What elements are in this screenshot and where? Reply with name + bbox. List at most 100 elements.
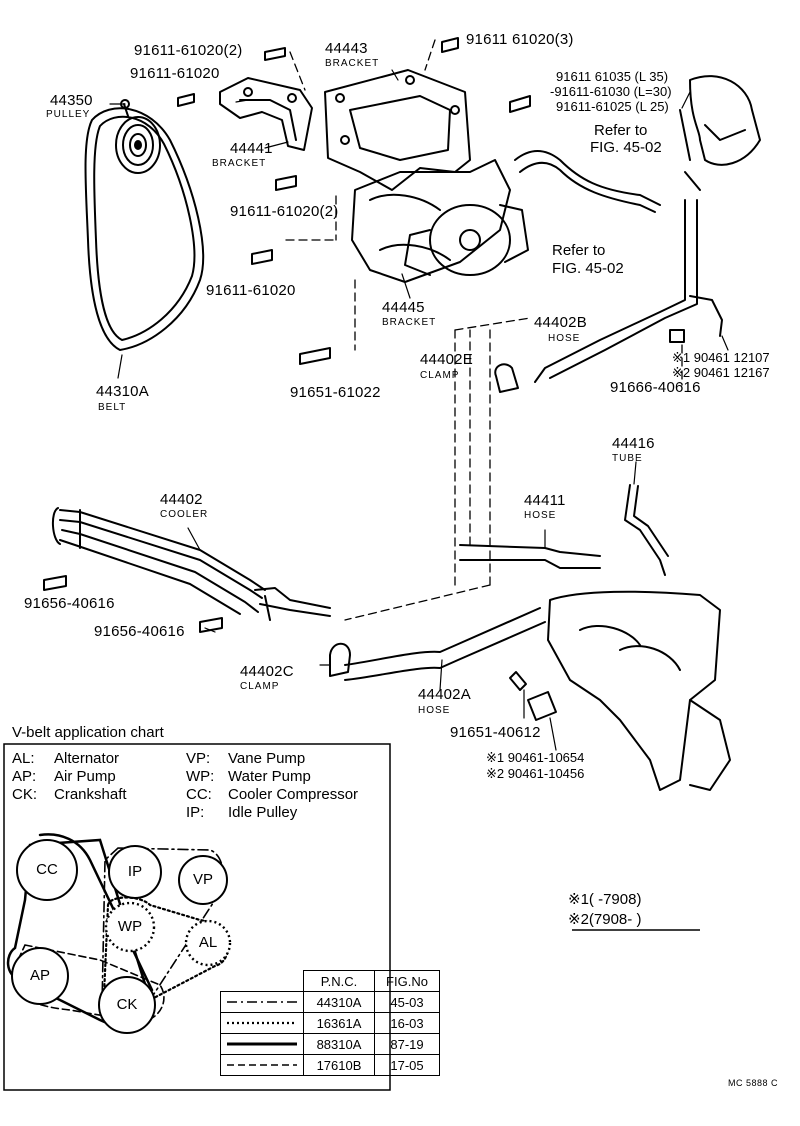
chart-title: V-belt application chart xyxy=(12,724,164,741)
clip-90461-lower xyxy=(527,691,557,721)
label-refer-2: Refer to xyxy=(552,242,606,259)
clamp-44402c xyxy=(329,642,351,677)
label-44441-sub: BRACKET xyxy=(212,158,267,169)
line-sample-dashdot xyxy=(220,991,304,1013)
reservoir xyxy=(689,75,761,166)
hose-44402a xyxy=(344,607,546,681)
table-row: 17610B 17-05 xyxy=(220,1054,440,1076)
bracket-44445 xyxy=(351,159,511,283)
clamp-44402e xyxy=(494,363,519,393)
label-44416-sub: TUBE xyxy=(612,453,643,464)
label-91611-61020-3: 91611 61020(3) xyxy=(466,31,574,48)
label-90461-10456: ※2 90461-10456 xyxy=(486,766,585,781)
label-91611-61030: -91611-61030 (L=30) xyxy=(550,84,672,99)
label-91611-61025: 91611-61025 (L 25) xyxy=(556,99,669,114)
label-44443-sub: BRACKET xyxy=(325,58,380,69)
label-44402b: 44402B xyxy=(534,314,587,331)
label-44402e: 44402E xyxy=(420,351,473,368)
label-refer-2-fig: FIG. 45-02 xyxy=(552,260,624,277)
label-91656-40616b: 91656-40616 xyxy=(94,623,185,640)
pulley-label-ip: IP xyxy=(127,863,143,880)
table-row: 16361A 16-03 xyxy=(220,1012,440,1034)
bracket-44441 xyxy=(219,77,313,151)
pulley-label-ap: AP xyxy=(29,967,50,984)
label-91656-40616a: 91656-40616 xyxy=(24,595,115,612)
label-44411-sub: HOSE xyxy=(524,510,557,521)
label-90461-12167: ※2 90461 12167 xyxy=(672,365,770,380)
label-44350: 44350 xyxy=(50,92,93,109)
pulley-ip xyxy=(108,845,162,899)
label-44411: 44411 xyxy=(524,492,566,509)
table-row: 88310A 87-19 xyxy=(220,1033,440,1055)
bracket-44443 xyxy=(324,69,471,191)
table-header-row: P.N.C. FIG.No xyxy=(220,970,440,992)
legend-ck: CK:Crankshaft xyxy=(12,786,127,803)
hose-44411 xyxy=(459,544,601,569)
label-91611-61020-2a: 91611-61020(2) xyxy=(134,42,243,59)
steering-gear xyxy=(547,590,721,791)
table-header-pnc: P.N.C. xyxy=(303,970,375,992)
pulley-wp xyxy=(104,901,156,953)
label-44402a-sub: HOSE xyxy=(418,705,451,716)
label-refer-1-fig: FIG. 45-02 xyxy=(590,139,662,156)
legend-ap: AP:Air Pump xyxy=(12,768,116,785)
pulley-cc xyxy=(16,839,78,901)
note-1: ※1( -7908) xyxy=(568,891,642,908)
label-44402c: 44402C xyxy=(240,663,294,680)
label-91651-40612: 91651-40612 xyxy=(450,724,541,741)
label-44402-sub: COOLER xyxy=(160,509,209,520)
label-91611-61020-a: 91611-61020 xyxy=(130,65,220,82)
tube-44416 xyxy=(624,484,669,576)
label-44416: 44416 xyxy=(612,435,655,452)
label-91611-61020-b: 91611-61020 xyxy=(206,282,296,299)
pulley-ck xyxy=(98,976,156,1034)
label-91611-61035: 91611 61035 (L 35) xyxy=(556,69,669,84)
pulley-label-ck: CK xyxy=(116,996,138,1013)
pulley-label-vp: VP xyxy=(192,871,213,888)
table-row: 44310A 45-03 xyxy=(220,991,440,1013)
line-sample-dotted xyxy=(220,1012,304,1034)
footer-code: MC 5888 C xyxy=(728,1078,779,1088)
label-90461-12107: ※1 90461 12107 xyxy=(672,350,770,365)
label-91651-61022: 91651-61022 xyxy=(290,384,381,401)
pulley-label-wp: WP xyxy=(117,918,143,935)
legend-al: AL:Alternator xyxy=(12,750,120,767)
legend-ip: IP:Idle Pulley xyxy=(186,804,298,821)
label-44441: 44441 xyxy=(230,140,273,157)
legend-wp: WP:Water Pump xyxy=(186,768,311,785)
pulley-ap xyxy=(11,947,69,1005)
label-91611-61020-2b: 91611-61020(2) xyxy=(230,203,339,220)
table-header-fig: FIG.No xyxy=(374,970,440,992)
chart-frame xyxy=(3,743,391,1091)
legend-vp: VP:Vane Pump xyxy=(186,750,306,767)
line-sample-solid xyxy=(220,1033,304,1055)
label-91666-40616: 91666-40616 xyxy=(610,379,701,396)
bolt-set xyxy=(43,37,685,691)
pulley-label-al: AL xyxy=(198,934,218,951)
label-refer-1: Refer to xyxy=(594,122,648,139)
label-44445-sub: BRACKET xyxy=(382,317,437,328)
legend-cc: CC:Cooler Compressor xyxy=(186,786,359,803)
vane-pump xyxy=(404,204,529,276)
pulley-label-cc: CC xyxy=(36,861,58,878)
label-44402: 44402 xyxy=(160,491,203,508)
label-44402e-sub: CLAMP xyxy=(420,370,460,381)
return-hose-upper xyxy=(514,150,661,206)
note-2: ※2(7908- ) xyxy=(568,911,642,928)
label-44443: 44443 xyxy=(325,40,368,57)
pulley-vp xyxy=(178,855,228,905)
label-44310a-sub: BELT xyxy=(98,402,127,413)
pulley-44350 xyxy=(115,99,161,174)
pulley-al xyxy=(184,919,232,967)
label-44402b-sub: HOSE xyxy=(548,333,581,344)
belt-44310a xyxy=(84,107,205,351)
label-44350-sub: PULLEY xyxy=(46,109,91,120)
label-44445: 44445 xyxy=(382,299,425,316)
pnc-table: P.N.C. FIG.No 44310A 45-03 16361A 16-03 … xyxy=(220,970,440,1076)
hose-44402b xyxy=(534,199,698,383)
label-44310a: 44310A xyxy=(96,383,149,400)
label-44402a: 44402A xyxy=(418,686,471,703)
label-44402c-sub: CLAMP xyxy=(240,681,280,692)
line-sample-dashed xyxy=(220,1054,304,1076)
